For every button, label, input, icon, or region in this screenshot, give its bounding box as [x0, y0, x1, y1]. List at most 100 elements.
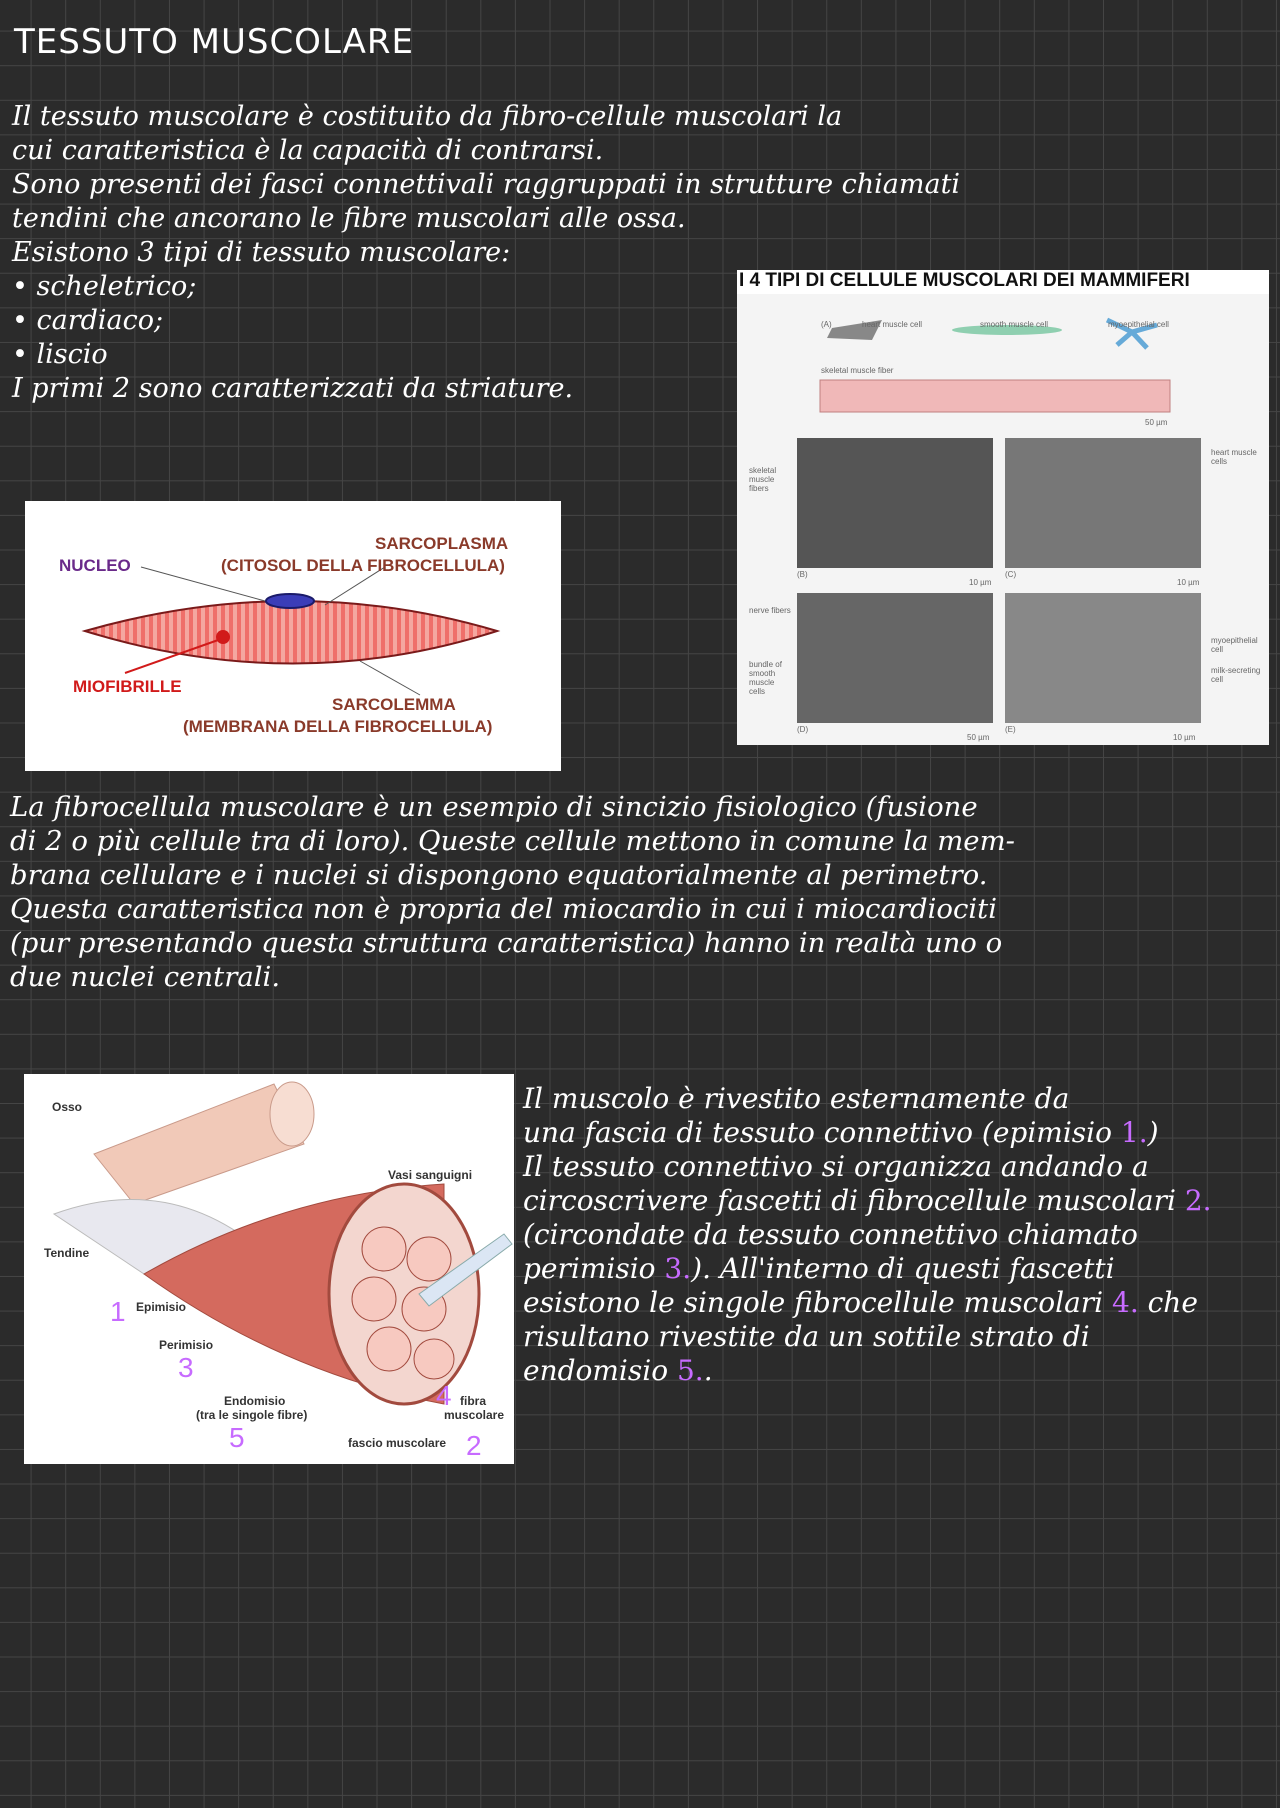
label-nerve-fibers: nerve fibers	[749, 606, 791, 615]
mammals-cells-figure: I 4 TIPI DI CELLULE MUSCOLARI DEI MAMMIF…	[737, 270, 1269, 745]
muscle-text: ). All'interno di questi fascetti	[691, 1252, 1115, 1285]
mammals-cells-diagram	[737, 294, 1269, 745]
sarcolemma-sub-label: (MEMBRANA DELLA FIBROCELLULA)	[183, 717, 493, 736]
label-d: (D)	[797, 725, 809, 734]
label-e: (E)	[1005, 725, 1016, 734]
muscle-anatomy-diagram	[52, 1081, 513, 1406]
intro-bullet: • liscio	[12, 339, 108, 370]
fascicle	[366, 1326, 412, 1372]
number-4: 4	[436, 1380, 452, 1411]
number-5: 5	[229, 1422, 245, 1453]
muscle-paragraph: Il muscolo è rivestito esternamente da u…	[523, 1082, 1212, 1388]
ref-number-2: 2.	[1184, 1184, 1212, 1217]
intro-line: I primi 2 sono caratterizzati da striatu…	[12, 373, 574, 404]
number-3: 3	[178, 1352, 194, 1383]
muscle-text: che	[1138, 1286, 1198, 1319]
muscle-text: endomisio	[523, 1354, 677, 1387]
micrograph-e	[1005, 593, 1201, 723]
muscle-text: circoscrivere fascetti di fibrocellule m…	[523, 1184, 1185, 1217]
page-title: TESSUTO MUSCOLARE	[14, 22, 415, 62]
muscle-text: )	[1147, 1116, 1159, 1149]
label-b: (B)	[797, 570, 808, 579]
label-vasi-sanguigni: Vasi sanguigni	[388, 1168, 473, 1182]
fiber-extension	[418, 1233, 513, 1307]
sarcolemma-label: SARCOLEMMA	[332, 695, 456, 714]
ref-number-4: 4.	[1112, 1286, 1139, 1319]
fascicle	[406, 1236, 452, 1282]
syncytium-line: Questa caratteristica non è propria del …	[10, 893, 997, 925]
scale-10-e: 10 µm	[1173, 733, 1196, 742]
myofibril-pointer	[124, 638, 222, 674]
mammals-figure-header: I 4 TIPI DI CELLULE MUSCOLARI DEI MAMMIF…	[739, 270, 1190, 291]
intro-line: tendini che ancorano le fibre muscolari …	[12, 203, 686, 234]
syncytium-line: La fibrocellula muscolare è un esempio d…	[10, 791, 978, 823]
scale-50-d: 50 µm	[967, 733, 990, 742]
heart-cell-shape	[827, 320, 882, 340]
muscle-line: esistono le singole fibrocellule muscola…	[523, 1286, 1212, 1320]
nucleus-pointer	[140, 566, 266, 602]
number-2: 2	[466, 1430, 482, 1461]
bone-shape	[93, 1083, 305, 1205]
micrograph-b	[797, 438, 993, 568]
syncytium-line: due nuclei centrali.	[10, 961, 281, 993]
bone-end	[269, 1081, 315, 1147]
intro-line: Il tessuto muscolare è costituito da fib…	[12, 101, 843, 132]
muscle-line: risultano rivestite da un sottile strato…	[523, 1320, 1090, 1353]
fibrocell-diagram	[81, 566, 501, 696]
muscle-line: circoscrivere fascetti di fibrocellule m…	[523, 1184, 1212, 1218]
ref-number-5: 5.	[676, 1354, 704, 1387]
label-heart-cell: heart muscle cell	[862, 320, 923, 329]
micrograph-d	[797, 593, 993, 723]
label-epimisio: Epimisio	[136, 1300, 187, 1314]
intro-bullet: • scheletrico;	[12, 271, 197, 302]
label-skeletal-fiber: skeletal muscle fiber	[821, 366, 894, 375]
fascicle	[413, 1338, 455, 1380]
fascicle	[361, 1226, 407, 1272]
sarcoplasma-pointer	[324, 566, 386, 606]
label-milk-cell: milk-secreting cell	[1211, 666, 1261, 684]
fiber-body	[81, 600, 501, 665]
muscle-text: esistono le singole fibrocellule muscola…	[523, 1286, 1112, 1319]
miofibrille-label: MIOFIBRILLE	[73, 677, 182, 696]
syncytium-line: (pur presentando questa struttura caratt…	[10, 927, 1003, 959]
label-smooth-cell: smooth muscle cell	[980, 320, 1049, 329]
scale-10-b: 10 µm	[969, 578, 992, 587]
micrograph-c	[1005, 438, 1201, 568]
label-fibra: fibra	[460, 1394, 487, 1408]
label-heart-cells: heart muscle cells	[1211, 448, 1257, 466]
label-endomisio: Endomisio	[224, 1394, 286, 1408]
syncytium-line: brana cellulare e i nuclei si dispongono…	[10, 859, 988, 891]
intro-paragraph: Il tessuto muscolare è costituito da fib…	[12, 100, 960, 406]
label-bundle-smooth: bundle of smooth muscle cells	[749, 660, 782, 696]
skeletal-fiber-shape	[819, 379, 1171, 413]
label-tendine: Tendine	[44, 1246, 90, 1260]
muscle-text: .	[703, 1354, 713, 1387]
intro-line: Sono presenti dei fasci connettivali rag…	[12, 169, 961, 200]
muscle-cross-section	[327, 1182, 481, 1406]
label-myoepithelial-cell: myoepithelial cell	[1211, 636, 1258, 654]
label-perimisio: Perimisio	[159, 1338, 214, 1352]
label-myoepithelial: myoepithelial cell	[1108, 320, 1169, 329]
intro-line: Esistono 3 tipi di tessuto muscolare:	[12, 237, 511, 268]
muscle-line: Il muscolo è rivestito esternamente da	[523, 1082, 1070, 1115]
nucleo-label: NUCLEO	[59, 556, 131, 575]
label-osso: Osso	[52, 1100, 83, 1114]
scale-10-c: 10 µm	[1177, 578, 1200, 587]
intro-line: cui caratteristica è la capacità di cont…	[12, 135, 604, 166]
muscle-text: una fascia di tessuto connettivo (epimis…	[523, 1116, 1121, 1149]
sarcoplasma-label: SARCOPLASMA	[375, 534, 509, 553]
label-endomisio-sub: (tra le singole fibre)	[196, 1408, 308, 1422]
muscle-text: perimisio	[523, 1252, 665, 1285]
muscle-line: (circondate da tessuto connettivo chiama…	[523, 1218, 1138, 1251]
myofibril-dot	[216, 630, 230, 644]
label-fascio-muscolare: fascio muscolare	[348, 1436, 447, 1450]
ref-number-1: 1.	[1120, 1116, 1148, 1149]
label-skeletal-fibers: skeletal muscle fibers	[749, 466, 777, 493]
syncytium-paragraph: La fibrocellula muscolare è un esempio d…	[10, 790, 1015, 994]
label-muscolare: muscolare	[444, 1408, 505, 1422]
muscle-line: una fascia di tessuto connettivo (epimis…	[523, 1116, 1212, 1150]
fascicle	[351, 1276, 397, 1322]
muscle-line: perimisio 3.). All'interno di questi fas…	[523, 1252, 1212, 1286]
intro-bullet: • cardiaco;	[12, 305, 164, 336]
label-a: (A)	[821, 320, 832, 329]
